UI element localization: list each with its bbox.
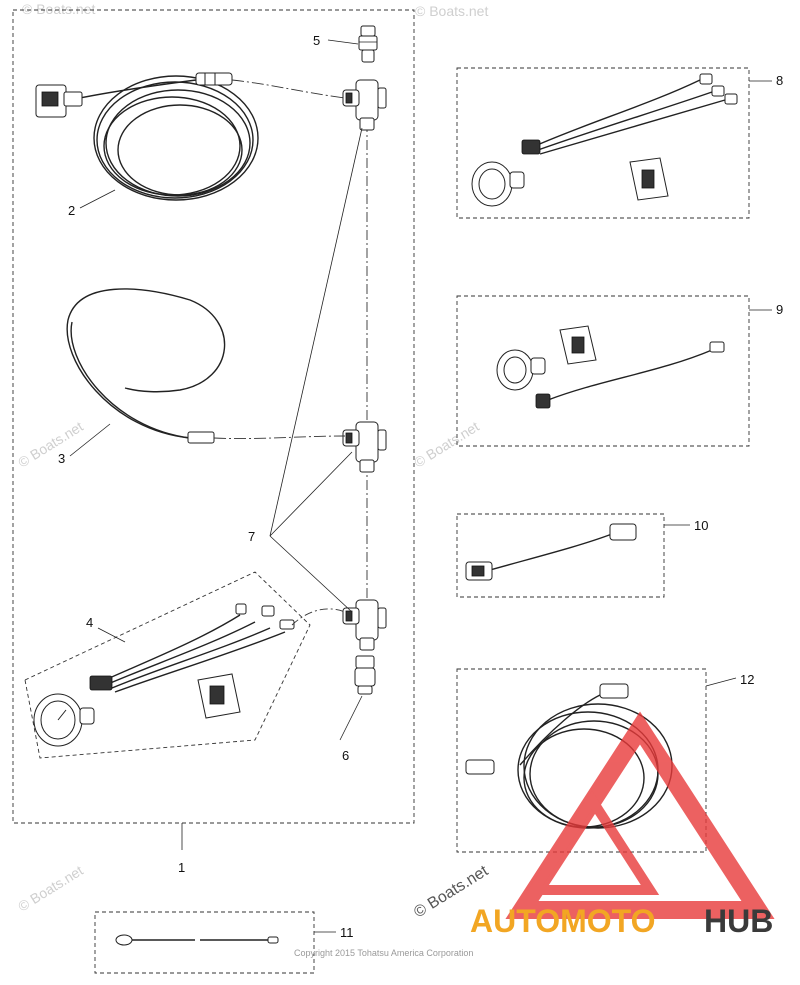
group-box-1 bbox=[12, 9, 415, 824]
t-connector-top bbox=[342, 79, 387, 131]
part-8-assembly bbox=[471, 73, 738, 207]
callout-11: 11 bbox=[340, 925, 354, 940]
group-box-9 bbox=[456, 295, 750, 447]
watermark-top-right: © Boats.net bbox=[415, 3, 488, 19]
part-12-cable bbox=[465, 683, 673, 829]
callout-6: 6 bbox=[342, 748, 349, 763]
watermark-mid-left: © Boats.net bbox=[15, 418, 86, 471]
group-box-4 bbox=[24, 571, 311, 759]
watermark-bottom-left: © Boats.net bbox=[15, 862, 86, 915]
part-11-probe bbox=[115, 934, 279, 946]
callout-9: 9 bbox=[776, 302, 783, 317]
callout-10: 10 bbox=[694, 518, 708, 533]
automotohub-logo: AUTOMOTO HUB bbox=[470, 711, 775, 939]
copyright-text: Copyright 2015 Tohatsu America Corporati… bbox=[294, 948, 473, 958]
callout-labels: 5 2 3 4 7 6 1 8 9 10 12 11 bbox=[58, 33, 783, 940]
cable-part-3 bbox=[66, 288, 346, 444]
terminator-bottom bbox=[354, 655, 376, 695]
callout-8: 8 bbox=[776, 73, 783, 88]
group-box-12 bbox=[456, 668, 707, 853]
part-9-assembly bbox=[496, 325, 725, 409]
leader-lines bbox=[69, 39, 772, 933]
harness-part-4 bbox=[33, 603, 346, 747]
part-10-cable bbox=[465, 523, 637, 581]
t-connector-bottom bbox=[342, 599, 387, 651]
callout-12: 12 bbox=[740, 672, 754, 687]
logo-text-a: AUTOMOTO bbox=[470, 903, 655, 939]
logo-triangle-mark bbox=[505, 711, 775, 919]
callout-7: 7 bbox=[248, 529, 255, 544]
callout-1: 1 bbox=[178, 860, 185, 875]
cable-part-2 bbox=[35, 72, 346, 201]
group-box-8 bbox=[456, 67, 750, 219]
terminator-top bbox=[358, 25, 378, 63]
callout-3: 3 bbox=[58, 451, 65, 466]
callout-2: 2 bbox=[68, 203, 75, 218]
logo-text-b: HUB bbox=[704, 903, 773, 939]
watermark-mid-right: © Boats.net bbox=[411, 418, 482, 471]
callout-4: 4 bbox=[86, 615, 93, 630]
callout-5: 5 bbox=[313, 33, 320, 48]
watermark-top-left: © Boats.net bbox=[22, 1, 95, 17]
group-box-10 bbox=[456, 513, 665, 598]
t-connector-middle bbox=[342, 421, 387, 473]
